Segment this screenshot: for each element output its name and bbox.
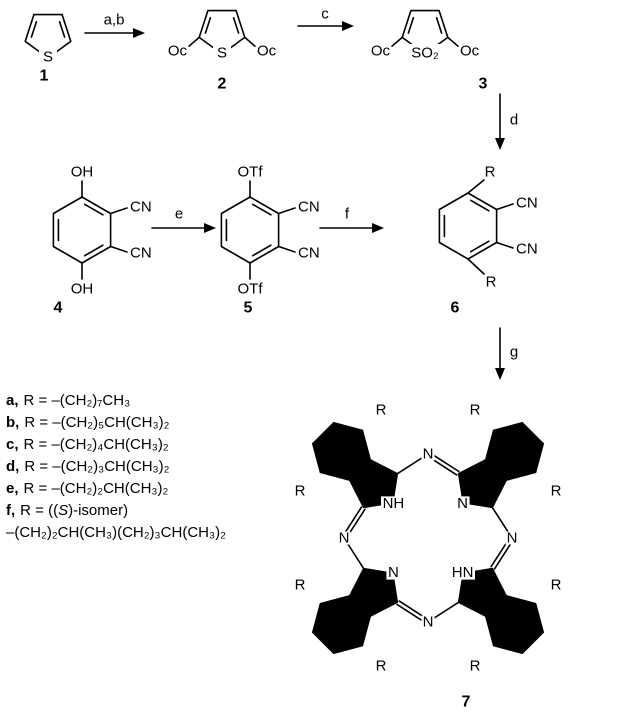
arrow-head-icon (495, 368, 505, 380)
step-label: g (510, 344, 518, 361)
compound-number: 7 (462, 694, 471, 711)
hydroxyl-bottom-label: OH (71, 281, 94, 298)
r-def-formula: R = –(CH₂)₃CH(CH₃)₂ (24, 458, 170, 475)
nitrile-lower-label: CN (130, 245, 152, 262)
arrow-head-icon (204, 223, 216, 233)
r-def-key: b, (6, 414, 20, 431)
nitrile-upper-label: CN (298, 199, 320, 216)
step-label: a,b (104, 12, 125, 29)
arrow-head-icon (342, 21, 354, 31)
oc-right-label: Oc (257, 43, 277, 60)
pyrrole-n-label: N (457, 495, 468, 512)
compound-5-structure: OTf OTf CN CN 5 (200, 140, 335, 320)
phthalocyanine-skeleton (307, 417, 549, 659)
r-def-key: d, (6, 458, 20, 475)
meso-nitrogen-right-label: N (507, 530, 518, 547)
benzene-ring (438, 179, 514, 275)
pyrrole-hn-label: HN (452, 564, 474, 581)
r-definition-line: d,R = –(CH₂)₃CH(CH₃)₂ (6, 456, 226, 478)
compound-4-structure: OH OH CN CN 4 (32, 140, 167, 320)
compound-number: 5 (244, 300, 253, 317)
step-label: e (175, 206, 183, 223)
step-label: d (510, 112, 518, 129)
r-definition-line: e,R = –(CH₂)₂CH(CH₃)₂ (6, 478, 226, 500)
label-mask (405, 44, 445, 61)
r-definitions: a,R = –(CH₂)₇CH₃ b,R = –(CH₂)₅CH(CH₃)₂ c… (6, 390, 226, 544)
label-mask (39, 49, 57, 64)
meso-nitrogen-bottom-label: N (423, 614, 434, 631)
r-definition-line: c,R = –(CH₂)₄CH(CH₃)₂ (6, 434, 226, 456)
step-arrow-e: e (150, 200, 224, 236)
label-masks (337, 447, 519, 629)
step-arrow-c: c (296, 4, 358, 36)
label-mask (213, 45, 231, 60)
r-definition-line: –(CH₂)₂CH(CH₃)(CH₂)₃CH(CH₃)₂ (6, 522, 226, 544)
r-def-formula: R = –(CH₂)₄CH(CH₃)₂ (23, 436, 169, 453)
stereo-descriptor: S (58, 502, 69, 519)
r-definition-line: b,R = –(CH₂)₅CH(CH₃)₂ (6, 412, 226, 434)
benzene-ring (52, 180, 128, 280)
r-def-key: a, (6, 392, 19, 409)
r-group-top-label: R (485, 164, 496, 181)
step-arrow-d: d (486, 92, 526, 154)
compound-number: 6 (451, 300, 460, 317)
r-def-formula: R = –(CH₂)₂CH(CH₃)₂ (23, 480, 169, 497)
oc-right-label: Oc (460, 43, 480, 60)
r-group-label: R (551, 577, 562, 594)
meso-nitrogen-left-label: N (339, 530, 350, 547)
pyrrole-n-label: N (388, 564, 399, 581)
step-arrow-g: g (486, 326, 526, 384)
compound-1-structure: S 1 (8, 2, 88, 87)
meso-nitrogen-top-label: N (423, 446, 434, 463)
compound-7-structure: N N N N NH N N HN R R R R R R R R 7 (278, 388, 578, 716)
r-def-formula: R = –(CH₂)₅CH(CH₃)₂ (24, 414, 170, 431)
hydroxyl-top-label: OH (71, 164, 94, 181)
compound-number: 2 (218, 76, 227, 93)
oc-left-label: Oc (371, 43, 391, 60)
nitrile-lower-label: CN (298, 245, 320, 262)
triflate-top-label: OTf (238, 164, 264, 181)
compound-3-structure: SO₂ Oc Oc 3 (355, 0, 505, 93)
r-group-label: R (376, 402, 387, 419)
nitrile-upper-label: CN (516, 195, 538, 212)
r-def-formula: R = –(CH₂)₇CH₃ (23, 392, 131, 409)
r-group-label: R (470, 658, 481, 675)
sulfur-label: S (217, 45, 227, 62)
sulfonyl-label: SO₂ (411, 45, 439, 62)
step-label: f (345, 206, 350, 223)
compound-number: 4 (54, 300, 63, 317)
r-def-formula: –(CH₂)₂CH(CH₃)(CH₂)₃CH(CH₃)₂ (6, 524, 226, 541)
r-def-key: f, (6, 502, 16, 519)
oc-left-label: Oc (168, 43, 188, 60)
nitrile-lower-label: CN (516, 241, 538, 258)
nitrile-upper-label: CN (130, 199, 152, 216)
compound-6-structure: R R CN CN 6 (418, 136, 553, 320)
compound-2-structure: S Oc Oc 2 (152, 0, 292, 93)
r-group-label: R (551, 483, 562, 500)
compound-number: 1 (40, 68, 49, 85)
r-def-formula: R = ((S)-isomer) (20, 502, 129, 519)
r-group-label: R (295, 577, 306, 594)
benzene-ring (220, 180, 296, 280)
r-group-label: R (376, 658, 387, 675)
r-definition-line: f,R = ((S)-isomer) (6, 500, 226, 522)
arrow-head-icon (133, 28, 145, 38)
step-label: c (321, 6, 329, 23)
r-group-bottom-label: R (486, 274, 497, 291)
arrow-head-icon (372, 223, 384, 233)
triflate-bottom-label: OTf (238, 281, 264, 298)
sulfur-label: S (43, 49, 53, 66)
r-def-key: c, (6, 436, 19, 453)
pyrrole-nh-label: NH (383, 495, 405, 512)
r-group-label: R (470, 402, 481, 419)
compound-number: 3 (479, 76, 488, 93)
r-group-label: R (295, 483, 306, 500)
arrow-head-icon (495, 138, 505, 150)
step-arrow-ab: a,b (83, 8, 149, 42)
step-arrow-f: f (318, 200, 392, 236)
r-def-key: e, (6, 480, 19, 497)
r-definition-line: a,R = –(CH₂)₇CH₃ (6, 390, 226, 412)
